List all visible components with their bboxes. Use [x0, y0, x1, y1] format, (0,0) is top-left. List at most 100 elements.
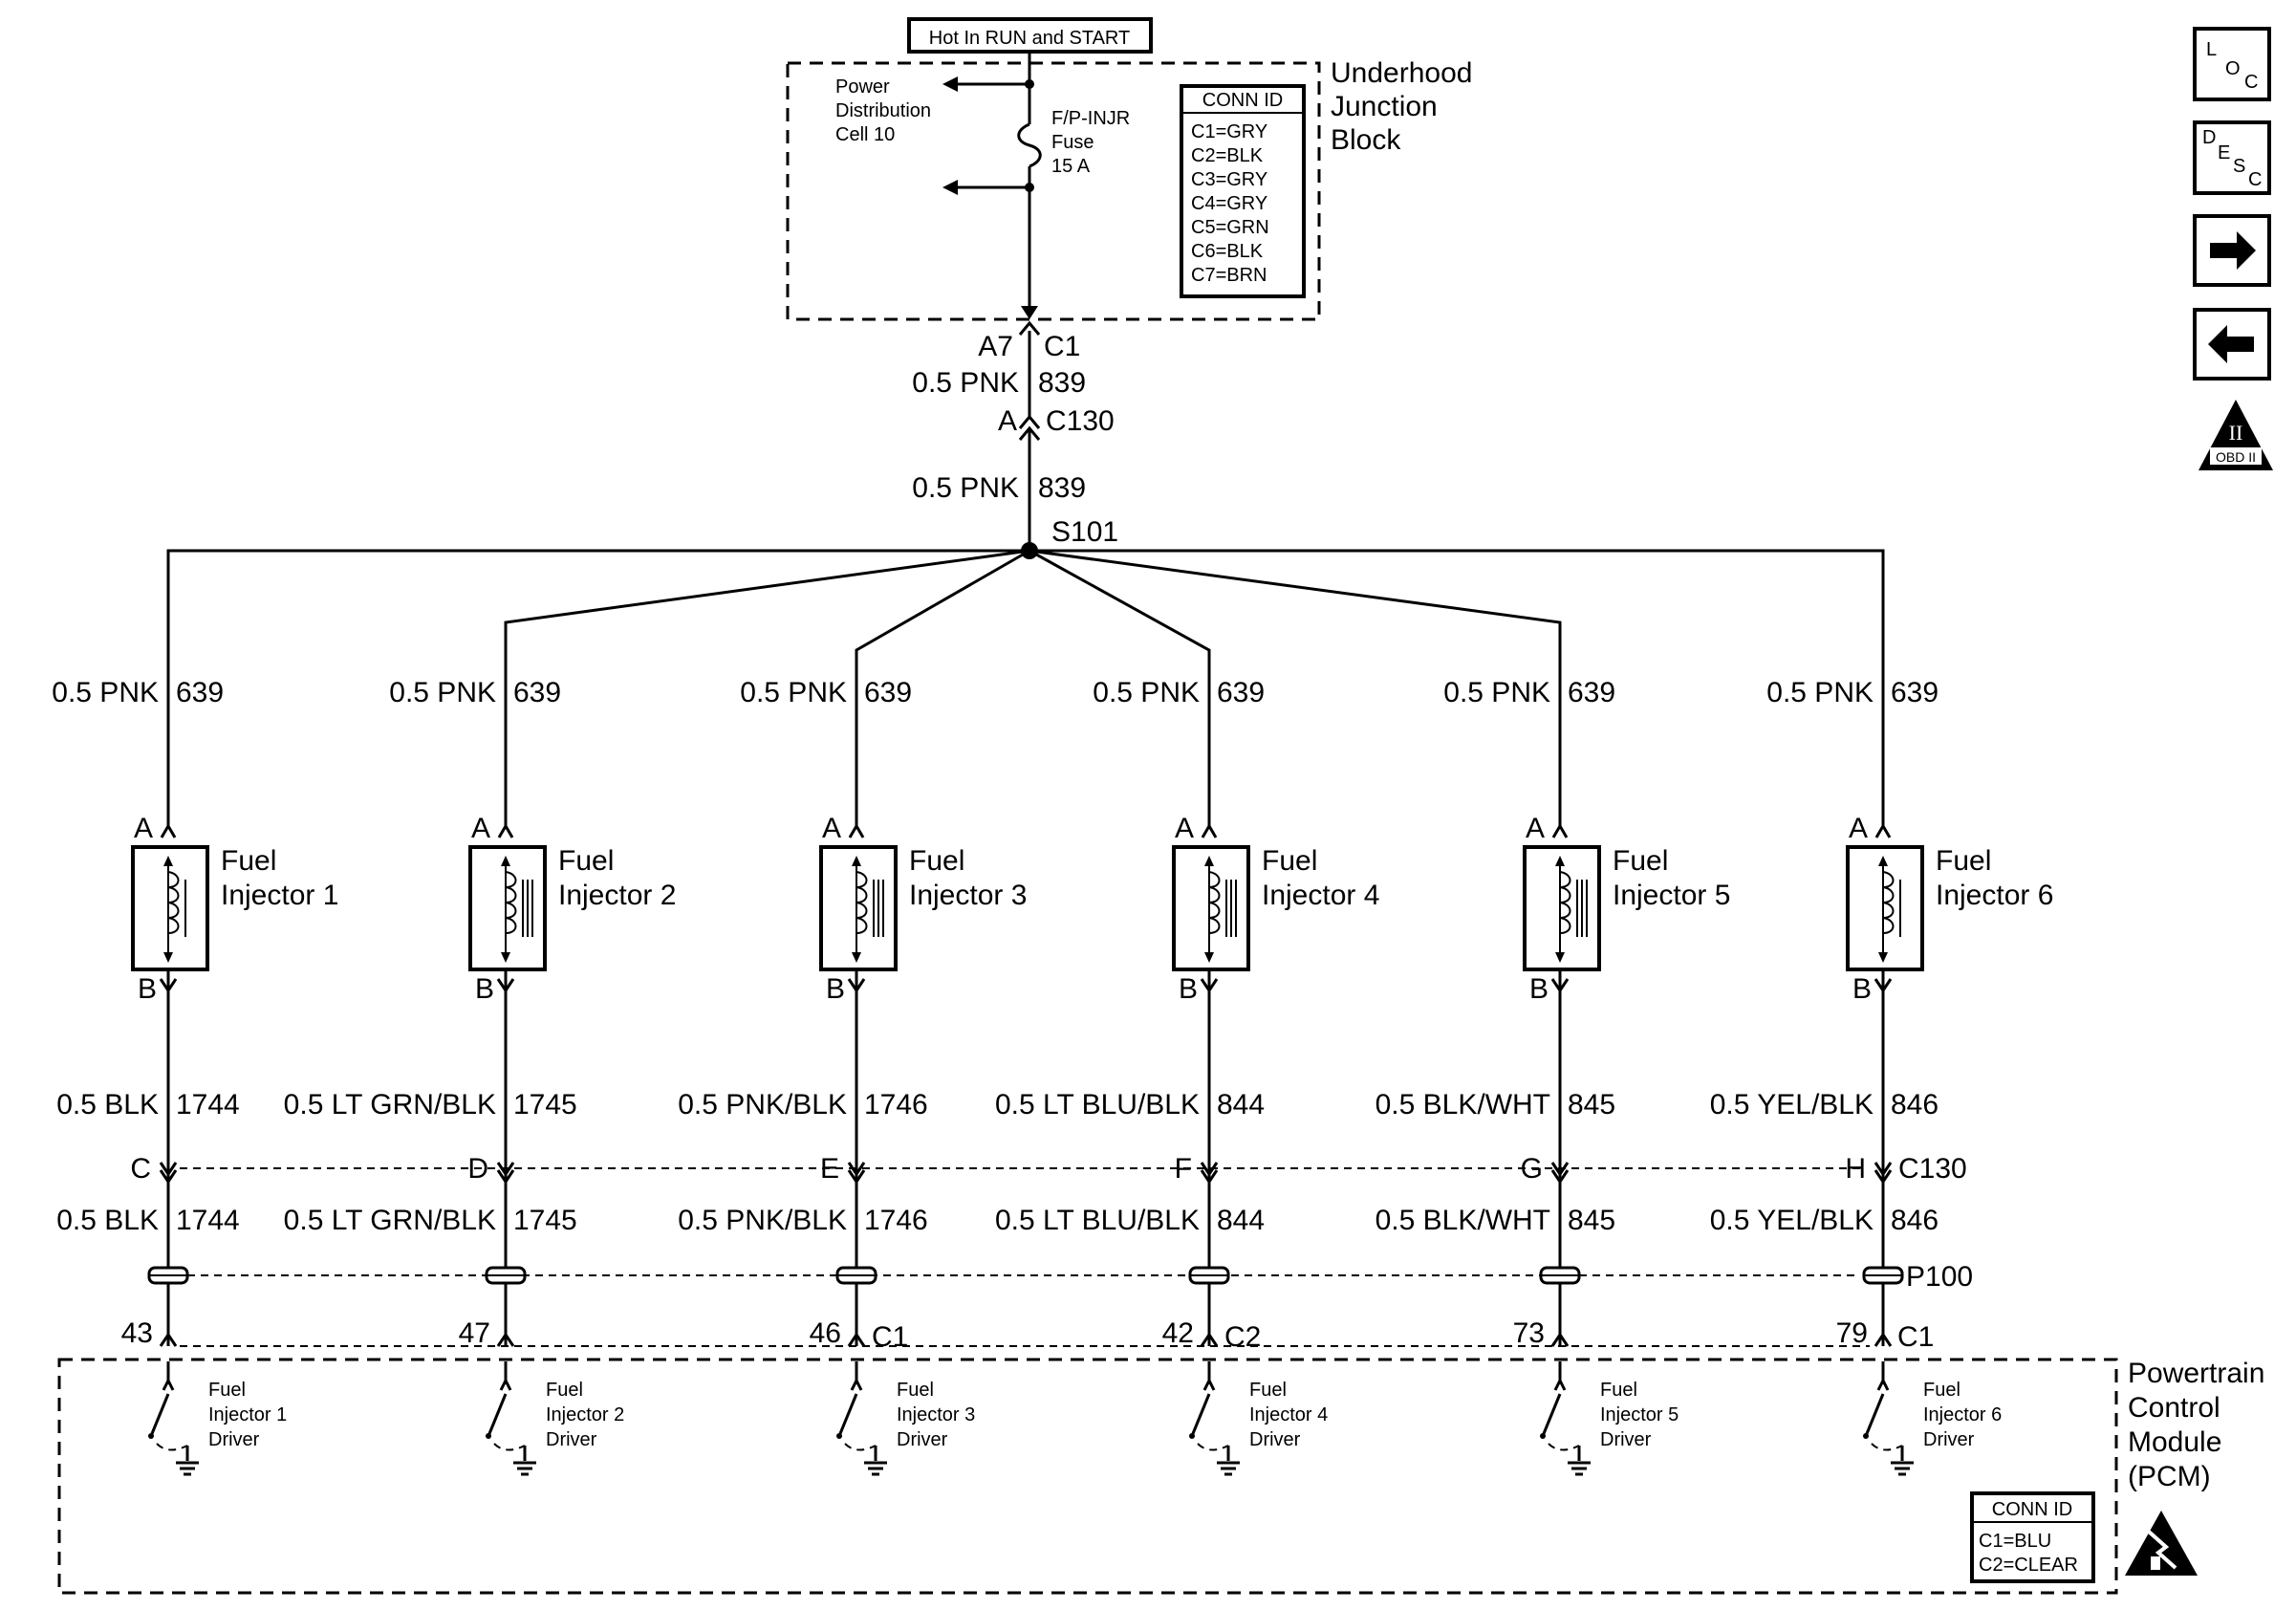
driver-label-line-3: Driver	[1249, 1429, 1301, 1450]
pcm-pin-terminal	[1874, 1332, 1893, 1347]
c130-feed-connector-top	[1018, 414, 1041, 429]
desc-letter-c: C	[2248, 169, 2262, 190]
injector-bottom-wire-gauge: 0.5 PNK/BLK	[678, 1089, 847, 1120]
desc-letter-e: E	[2218, 142, 2230, 163]
branch-wire-injector-4	[1029, 549, 1211, 826]
driver-label-line-2: Injector 5	[1600, 1404, 1679, 1425]
injector-bottom-wire-gauge-2: 0.5 PNK/BLK	[678, 1205, 847, 1236]
driver-label-line-3: Driver	[546, 1429, 597, 1450]
injector-name-line-1: Fuel	[1936, 845, 1991, 877]
driver-label-line-2: Injector 1	[208, 1404, 287, 1425]
pin-a-terminal	[1551, 823, 1569, 838]
injector-bottom-wire-circuit: 1746	[864, 1089, 928, 1120]
driver-switch-blade	[1190, 1393, 1211, 1437]
driver-contact	[1876, 1377, 1890, 1391]
driver-actuator	[1197, 1443, 1229, 1451]
driver-actuator	[156, 1443, 188, 1451]
injector-bottom-wire-gauge: 0.5 LT GRN/BLK	[284, 1089, 496, 1120]
c130-pin-label: F	[1175, 1153, 1192, 1185]
c130-terminal-bottom	[1200, 1169, 1219, 1185]
loc-letter-o: O	[2225, 58, 2241, 79]
arrow-up-icon	[163, 856, 173, 866]
injector-bottom-wire-circuit-2: 846	[1891, 1205, 1939, 1236]
branch-wire-injector-5	[1029, 549, 1562, 826]
driver-label-line-1: Fuel	[1600, 1380, 1637, 1401]
arrow-down-icon	[1555, 952, 1565, 963]
c130-terminal-bottom	[847, 1169, 866, 1185]
previous-page-button[interactable]	[2193, 308, 2271, 381]
injector-bottom-wire-gauge-2: 0.5 BLK	[56, 1205, 159, 1236]
driver-label-line-1: Fuel	[1249, 1380, 1287, 1401]
injector-top-wire-gauge: 0.5 PNK	[1093, 677, 1200, 708]
pcm-name-2: Control	[2128, 1392, 2220, 1424]
pin-a-terminal	[497, 823, 514, 838]
c130-pin-label: G	[1521, 1153, 1543, 1185]
desc-button[interactable]: D E S C	[2193, 120, 2271, 195]
arrow-up-icon	[1555, 856, 1565, 866]
injector-name-line-2: Injector 3	[909, 880, 1027, 911]
prev-button-frame	[2193, 308, 2271, 381]
c130-connector-label: C130	[1898, 1153, 1967, 1185]
pcm-pin-label: 43	[121, 1317, 153, 1349]
connector-a7-c1-symbol	[1018, 320, 1041, 336]
coil-icon	[856, 871, 868, 934]
pcm-conn-id-item: C2=CLEAR	[1979, 1555, 2078, 1576]
injector-top-wire-circuit: 639	[1217, 677, 1265, 708]
injector-bottom-wire-circuit: 845	[1568, 1089, 1615, 1120]
arrow-down-icon	[501, 952, 510, 963]
arrow-up-icon	[1878, 856, 1888, 866]
jb-conn-id-box	[1180, 84, 1306, 298]
injector-name-line-2: Injector 2	[558, 880, 676, 911]
loc-button[interactable]: L O C	[2193, 27, 2271, 101]
driver-actuator	[493, 1443, 526, 1451]
c130-pin-label: C	[130, 1153, 151, 1185]
c130-terminal-top	[496, 1162, 515, 1177]
driver-switch-blade	[149, 1393, 170, 1437]
pcm-conn-id-box	[1970, 1491, 2095, 1583]
obd-roman: II	[2229, 421, 2243, 445]
injector-top-wire-circuit: 639	[864, 677, 912, 708]
loc-button-frame	[2193, 27, 2271, 101]
loc-letter-l: L	[2206, 39, 2217, 60]
driver-label-line-1: Fuel	[1923, 1380, 1960, 1401]
injector-bottom-wire-gauge-2: 0.5 BLK/WHT	[1375, 1205, 1550, 1236]
c130-terminal-bottom	[159, 1169, 178, 1185]
pin-a-terminal	[160, 823, 177, 838]
pin-a-terminal	[1201, 823, 1218, 838]
pin-a-terminal	[1874, 823, 1892, 838]
injector-pin-b: B	[475, 973, 494, 1005]
pcm-pin-label: 73	[1513, 1317, 1545, 1349]
fuse-label-3: 15 A	[1051, 156, 1091, 177]
junction-block-name-3: Block	[1331, 124, 1401, 156]
injector-bottom-wire-circuit: 1745	[513, 1089, 577, 1120]
coil-icon	[505, 871, 517, 934]
obd-label-backdrop	[2210, 447, 2262, 465]
jb-conn-id-item: C1=GRY	[1191, 121, 1267, 142]
fuse-symbol-icon	[1017, 122, 1042, 168]
obd-label: OBD II	[2216, 449, 2256, 465]
esd-warning-icon	[2125, 1511, 2198, 1576]
arrow-up-icon	[852, 856, 861, 866]
feed-pin-a7: A7	[978, 331, 1013, 362]
fuel-injector-1-body	[131, 845, 209, 971]
driver-label-line-2: Injector 3	[897, 1404, 975, 1425]
pcm-name-3: Module	[2128, 1426, 2221, 1458]
driver-label-line-3: Driver	[1923, 1429, 1975, 1450]
fuse-label-1: F/P-INJR	[1051, 108, 1130, 129]
pcm-connector-label-c2: C2	[1224, 1321, 1261, 1353]
pcm-name-1: Powertrain	[2128, 1358, 2264, 1389]
jb-conn-id-item: C3=GRY	[1191, 169, 1267, 190]
next-page-button[interactable]	[2193, 214, 2271, 287]
injector-bottom-wire-gauge-2: 0.5 LT GRN/BLK	[284, 1205, 496, 1236]
injector-pin-a: A	[1175, 813, 1194, 844]
pcm-pin-terminal	[496, 1332, 515, 1347]
feed-c130-label: C130	[1046, 405, 1115, 437]
obd-ii-button[interactable]: II OBD II	[2199, 400, 2273, 470]
pcm-pin-label: 79	[1836, 1317, 1868, 1349]
pin-a-terminal	[848, 823, 865, 838]
injector-pin-b: B	[138, 973, 157, 1005]
driver-label-line-3: Driver	[1600, 1429, 1652, 1450]
